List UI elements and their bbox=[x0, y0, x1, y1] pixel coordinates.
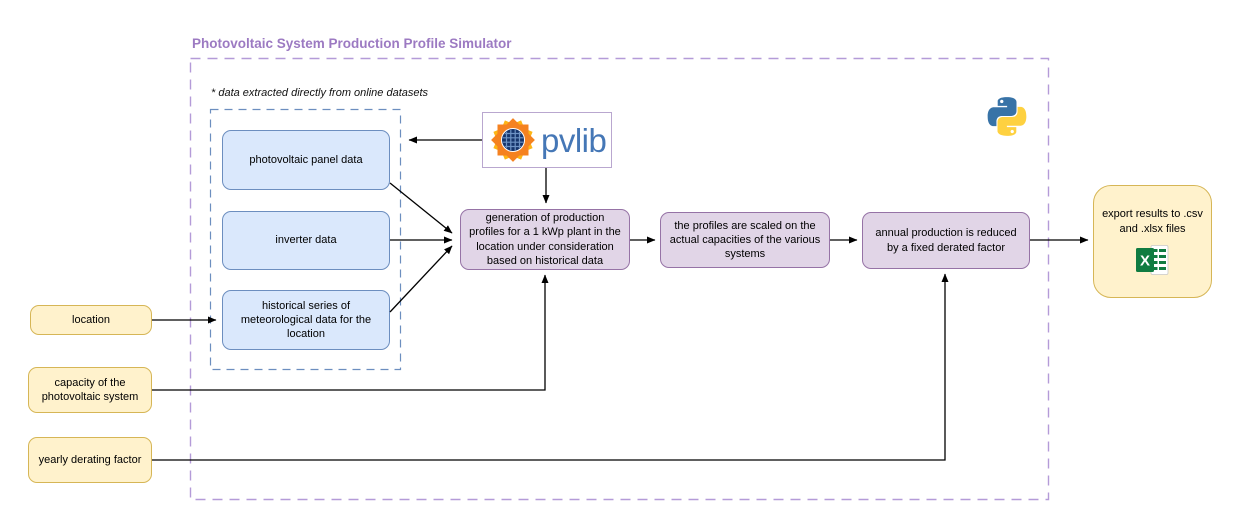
input-location: location bbox=[30, 305, 152, 335]
pvlib-wordmark: pvlib bbox=[541, 121, 607, 159]
pvlib-sun-icon bbox=[491, 118, 535, 162]
input-capacity: capacity of the photovoltaic system bbox=[28, 367, 152, 413]
step-scaling-profiles: the profiles are scaled on the actual ca… bbox=[660, 212, 830, 268]
excel-x-letter: X bbox=[1140, 252, 1150, 269]
step-derated-production: annual production is reduced by a fixed … bbox=[862, 212, 1030, 269]
input-location-label: location bbox=[72, 313, 110, 326]
outer-group-box bbox=[189, 57, 1050, 501]
excel-icon: X bbox=[1136, 244, 1169, 275]
step-generation-profiles-label: generation of production profiles for a … bbox=[469, 211, 621, 267]
output-export-files: export results to .csv and .xlsx files X bbox=[1093, 185, 1212, 298]
pvlib-logo: pvlib bbox=[482, 112, 612, 168]
datasets-annotation: * data extracted directly from online da… bbox=[211, 87, 429, 99]
dataset-panel-data-label: photovoltaic panel data bbox=[249, 153, 363, 166]
input-capacity-label: capacity of the photovoltaic system bbox=[41, 376, 139, 403]
output-export-files-label: export results to .csv and .xlsx files bbox=[1102, 208, 1203, 235]
dataset-inverter-data: inverter data bbox=[222, 211, 390, 270]
dataset-panel-data: photovoltaic panel data bbox=[222, 130, 390, 190]
arrow-meteo-to-generation bbox=[389, 245, 453, 313]
python-logo-icon bbox=[987, 97, 1027, 136]
dataset-meteo-data-label: historical series of meteorological data… bbox=[240, 299, 372, 341]
step-scaling-profiles-label: the profiles are scaled on the actual ca… bbox=[669, 219, 821, 261]
step-generation-profiles: generation of production profiles for a … bbox=[460, 209, 630, 270]
input-derating-factor: yearly derating factor bbox=[28, 437, 152, 483]
step-derated-production-label: annual production is reduced by a fixed … bbox=[875, 227, 1017, 254]
dataset-meteo-data: historical series of meteorological data… bbox=[222, 290, 390, 350]
diagram-title: Photovoltaic System Production Profile S… bbox=[192, 36, 512, 51]
input-derating-factor-label: yearly derating factor bbox=[38, 453, 142, 466]
arrow-panel-data-to-generation bbox=[389, 182, 453, 234]
dataset-inverter-data-label: inverter data bbox=[275, 234, 337, 247]
